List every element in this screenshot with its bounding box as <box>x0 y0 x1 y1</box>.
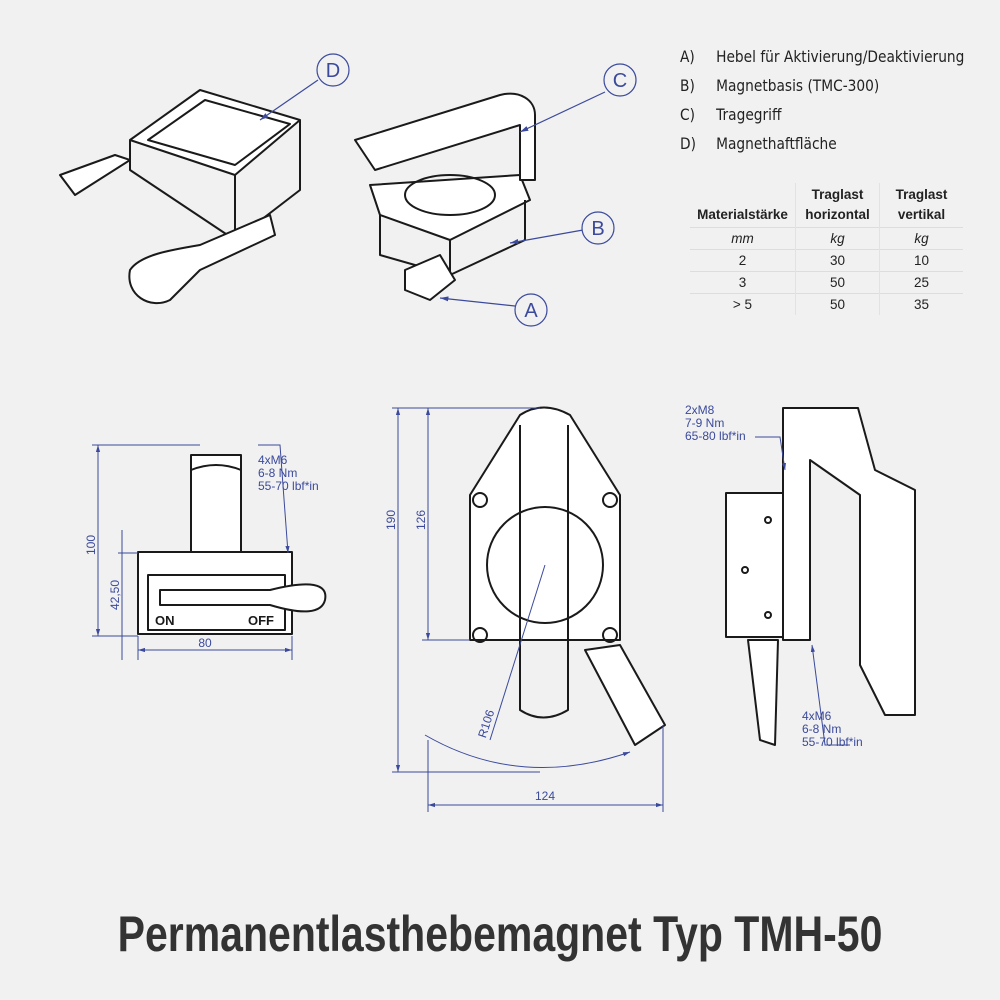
page-title: Permanentlasthebemagnet Typ TMH-50 <box>117 906 883 962</box>
legend-key: D) <box>680 134 696 153</box>
top-view <box>469 406 666 746</box>
legend-label: Hebel für Aktivierung/Deaktivierung <box>716 47 965 66</box>
legend-key: C) <box>680 105 695 124</box>
side-note-top-3: 65-80 lbf*in <box>685 429 746 443</box>
top-dim-radius: R106 <box>475 708 497 740</box>
cell: 3 <box>690 271 796 294</box>
legend-label: Tragegriff <box>716 105 782 124</box>
front-dim-height: 100 <box>84 535 98 555</box>
side-view <box>725 407 916 746</box>
table-units-row: mm kg kg <box>690 227 963 250</box>
parts-legend: A) Hebel für Aktivierung/Deaktivierung B)… <box>680 42 964 158</box>
header-vertical: Traglast vertikal <box>879 183 963 228</box>
front-note-2: 6-8 Nm <box>258 466 297 480</box>
callout-c: C <box>613 70 627 92</box>
header-horizontal: Traglast horizontal <box>795 183 880 228</box>
callout-d: D <box>326 60 340 82</box>
legend-item: C) Tragegriff <box>680 100 964 129</box>
top-dim-total: 190 <box>384 510 398 530</box>
top-dim-body: 126 <box>414 510 428 530</box>
cell: 25 <box>879 271 963 294</box>
cell: 10 <box>879 249 963 272</box>
cell: 50 <box>795 293 880 315</box>
cell: 2 <box>690 249 796 272</box>
switch-off-label: OFF <box>248 613 274 628</box>
cell: 50 <box>795 271 880 294</box>
legend-item: A) Hebel für Aktivierung/Deaktivierung <box>680 42 964 71</box>
unit-cell: kg <box>795 227 880 250</box>
callout-b: B <box>591 218 604 240</box>
legend-key: A) <box>680 47 695 66</box>
callout-a: A <box>524 300 538 322</box>
side-note-bottom-3: 55-70 lbf*in <box>802 735 863 749</box>
front-view <box>137 454 327 635</box>
table-row: > 5 50 35 <box>690 293 963 315</box>
table-row: 2 30 10 <box>690 249 963 272</box>
cell: 35 <box>879 293 963 315</box>
side-note-bottom-2: 6-8 Nm <box>802 722 841 736</box>
table-row: 3 50 25 <box>690 271 963 294</box>
top-dim-width: 124 <box>535 789 555 803</box>
front-note-3: 55-70 lbf*in <box>258 479 319 493</box>
legend-label: Magnethaftfläche <box>716 134 837 153</box>
header-material: Materialstärke <box>697 207 788 222</box>
legend-item: D) Magnethaftfläche <box>680 129 964 158</box>
legend-item: B) Magnetbasis (TMC-300) <box>680 71 964 100</box>
front-dim-width: 80 <box>198 636 212 650</box>
legend-label: Magnetbasis (TMC-300) <box>716 76 880 95</box>
side-note-top-2: 7-9 Nm <box>685 416 724 430</box>
switch-on-label: ON <box>155 613 175 628</box>
unit-cell: kg <box>879 227 963 250</box>
iso-view-magnet-top <box>59 89 301 305</box>
table-header-row: Materialstärke Traglast horizontal Tragl… <box>690 183 963 228</box>
load-capacity-table: Materialstärke Traglast horizontal Tragl… <box>690 183 963 315</box>
cell: > 5 <box>690 293 796 315</box>
unit-cell: mm <box>690 227 796 250</box>
iso-view-magnet-side <box>354 92 536 301</box>
side-note-bottom-1: 4xM6 <box>802 709 832 723</box>
front-note-1: 4xM6 <box>258 453 288 467</box>
front-dim-base: 42,50 <box>108 580 122 610</box>
legend-key: B) <box>680 76 695 95</box>
cell: 30 <box>795 249 880 272</box>
side-note-top-1: 2xM8 <box>685 403 715 417</box>
